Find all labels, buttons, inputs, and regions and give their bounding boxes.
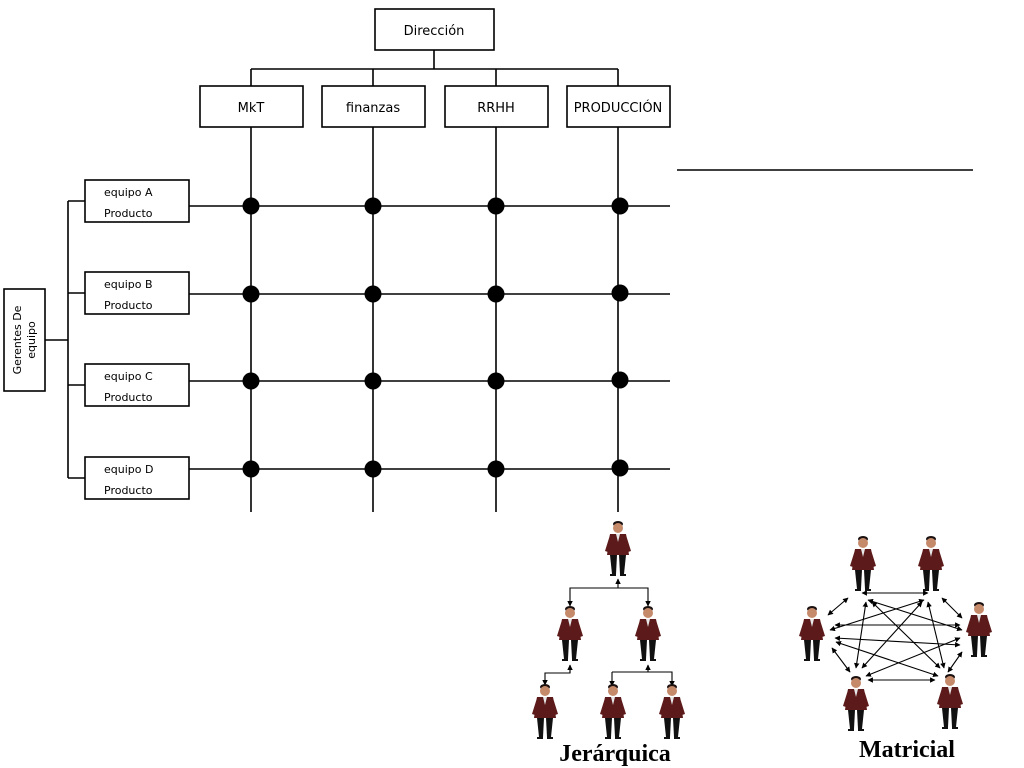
intersection-node [611,459,629,477]
department-label: finanzas [346,101,400,116]
intersection-node [487,285,505,303]
intersection-node [364,372,382,390]
intersection-node [242,460,260,478]
grid-verticals [250,127,619,512]
intersection-node [611,197,629,215]
person-icon [557,606,583,661]
hierarchical-illustration: Jerárquica [532,521,685,767]
manager-label-line2: equipo [25,321,38,359]
team-subtitle: Producto [104,207,153,220]
person-icon [937,674,963,729]
department-mkt: MkT [199,85,304,128]
person-icon [532,684,558,739]
department-label: RRHH [477,101,515,116]
team-name: equipo C [104,370,153,383]
team-c-box: equipo C Producto [84,363,190,407]
person-icon [605,521,631,576]
matrix-caption: Matricial [859,737,955,763]
team-subtitle: Producto [104,391,153,404]
person-icon [918,536,944,591]
intersection-node [242,197,260,215]
person-icon [799,606,825,661]
person-icon [635,606,661,661]
intersection-node [242,285,260,303]
intersection-node [364,197,382,215]
team-subtitle: Producto [104,484,153,497]
manager-bracket [45,200,85,479]
person-icon [966,602,992,657]
intersection-node [487,197,505,215]
matrix-arrows [827,590,963,683]
department-finanzas: finanzas [321,85,426,128]
top-connectors [250,50,619,86]
team-name: equipo D [104,463,153,476]
person-icon [843,676,869,731]
team-name: equipo A [104,186,153,199]
team-b-box: equipo B Producto [84,271,190,315]
intersection-nodes [242,197,629,478]
person-icon [600,684,626,739]
intersection-node [487,460,505,478]
intersection-node [242,372,260,390]
direction-box: Dirección [374,8,495,51]
team-name: equipo B [104,278,153,291]
person-icon [850,536,876,591]
team-subtitle: Producto [104,299,153,312]
team-d-box: equipo D Producto [84,456,190,500]
intersection-node [487,372,505,390]
manager-label-line1: Gerentes De [11,305,24,374]
grid-horizontals [189,205,670,470]
intersection-node [364,460,382,478]
hierarchical-caption: Jerárquica [559,741,671,767]
department-produccion: PRODUCCIÓN [566,85,671,128]
department-label: MkT [238,101,265,116]
team-a-box: equipo A Producto [84,179,190,223]
team-managers-box: Gerentes De equipo [3,288,46,392]
person-icon [659,684,685,739]
department-rrhh: RRHH [444,85,549,128]
department-label: PRODUCCIÓN [574,100,663,116]
intersection-node [611,371,629,389]
intersection-node [364,285,382,303]
intersection-node [611,284,629,302]
matrix-illustration: Matricial [799,536,992,763]
direction-label: Dirección [404,24,465,39]
